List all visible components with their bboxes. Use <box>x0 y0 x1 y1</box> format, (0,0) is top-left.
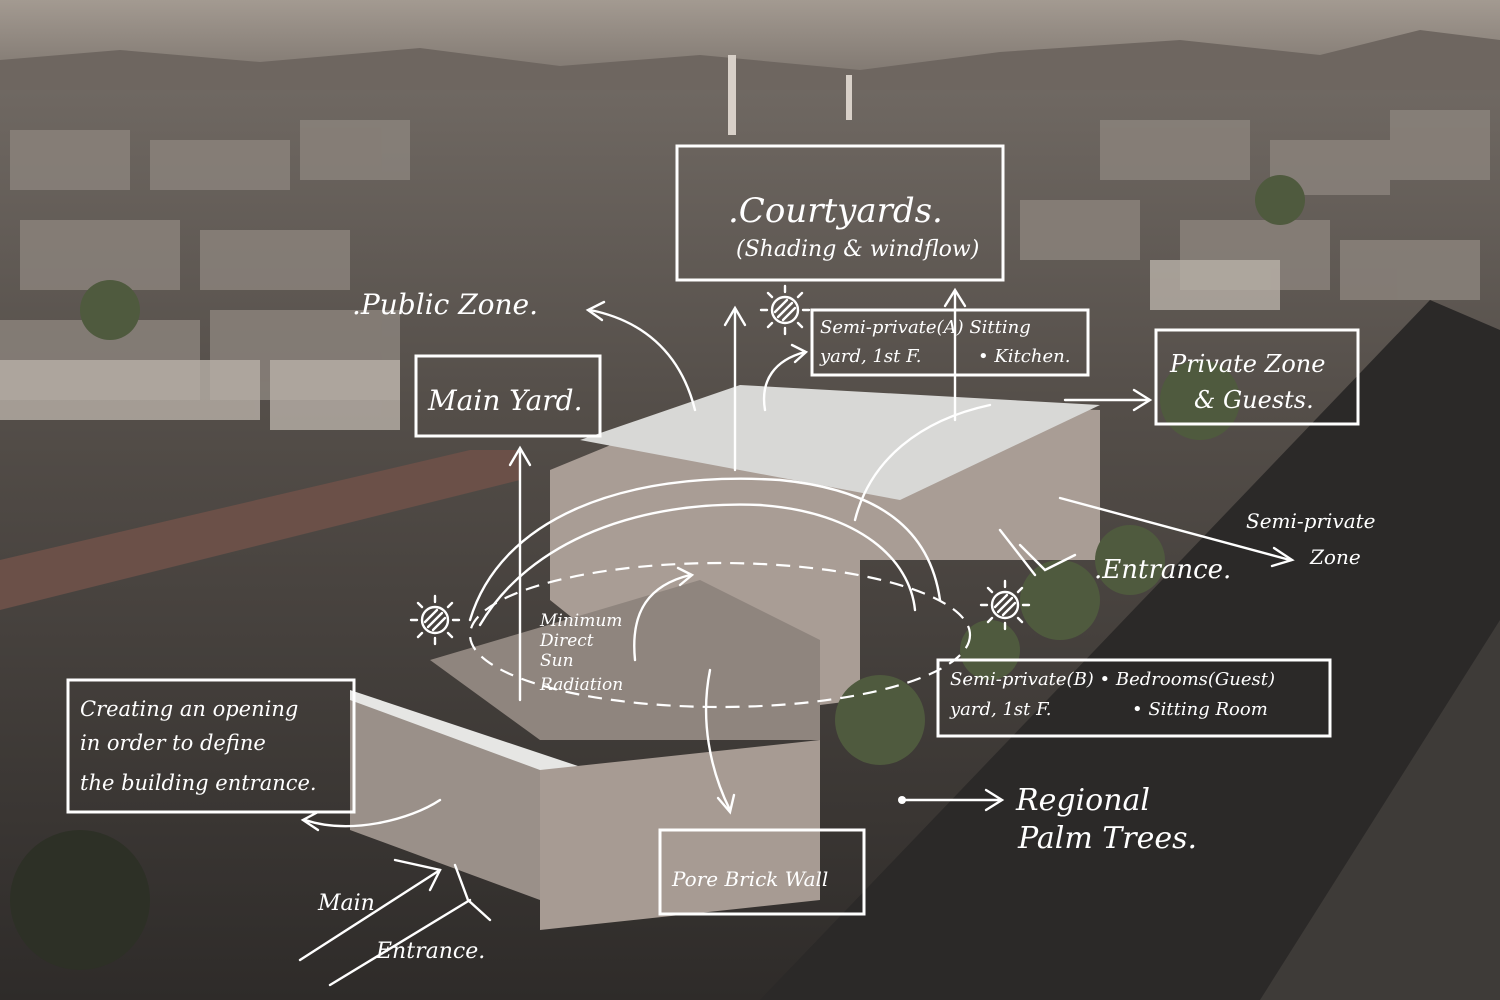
opening-note-line2: in order to define <box>80 731 266 755</box>
opening-note-line3: the building entrance. <box>80 771 317 795</box>
entrance-label: .Entrance. <box>1094 555 1231 585</box>
min-sun-line4: Radiation <box>539 675 623 695</box>
semi-private-zone-line2: Zone <box>1309 545 1361 569</box>
semi-private-b-line1: Semi-private(B) • Bedrooms(Guest) <box>950 669 1275 690</box>
main-yard-box <box>414 354 602 438</box>
semi-private-a-line1: Semi-private(A) Sitting <box>820 317 1031 338</box>
semi-private-b-line2: yard, 1st F. <box>949 699 1052 720</box>
semi-private-b-line3: • Sitting Room <box>1132 699 1268 720</box>
sun-icon <box>759 284 811 336</box>
brick-wall-label: Pore Brick Wall <box>671 867 828 891</box>
annotation-arrows <box>298 287 1295 987</box>
semi-private-a-line3: • Kitchen. <box>978 346 1070 367</box>
courtyards-sub-label: (Shading & windflow) <box>736 237 979 262</box>
main-yard-label: Main Yard. <box>427 384 582 417</box>
brick-wall-box <box>658 828 866 916</box>
palms-line1: Regional <box>1015 783 1150 818</box>
private-zone-line1: Private Zone <box>1169 350 1325 378</box>
min-sun-line1: Minimum <box>539 611 622 631</box>
min-sun-line2: Direct <box>539 631 594 651</box>
dashed-zone-ellipse <box>468 561 972 709</box>
sun-icon <box>979 579 1031 631</box>
private-zone-box <box>1154 328 1360 426</box>
courtyards-label: .Courtyards. <box>728 191 943 231</box>
courtyards-box <box>675 144 1005 282</box>
palms-line2: Palm Trees. <box>1017 821 1197 856</box>
sun-icon <box>409 594 461 646</box>
semi-private-a-line2: yard, 1st F. <box>819 346 922 367</box>
main-entrance-line2: Entrance. <box>375 939 485 964</box>
min-sun-line3: Sun <box>540 651 574 671</box>
public-zone-label: .Public Zone. <box>352 288 538 321</box>
semi-private-a-box <box>810 308 1090 377</box>
semi-private-b-box <box>936 658 1332 738</box>
main-entrance-line1: Main <box>317 891 375 916</box>
opening-note-line1: Creating an opening <box>80 697 298 721</box>
semi-private-zone-line1: Semi-private <box>1246 509 1376 533</box>
private-zone-line2: & Guests. <box>1194 386 1314 414</box>
opening-note-box <box>66 678 356 814</box>
